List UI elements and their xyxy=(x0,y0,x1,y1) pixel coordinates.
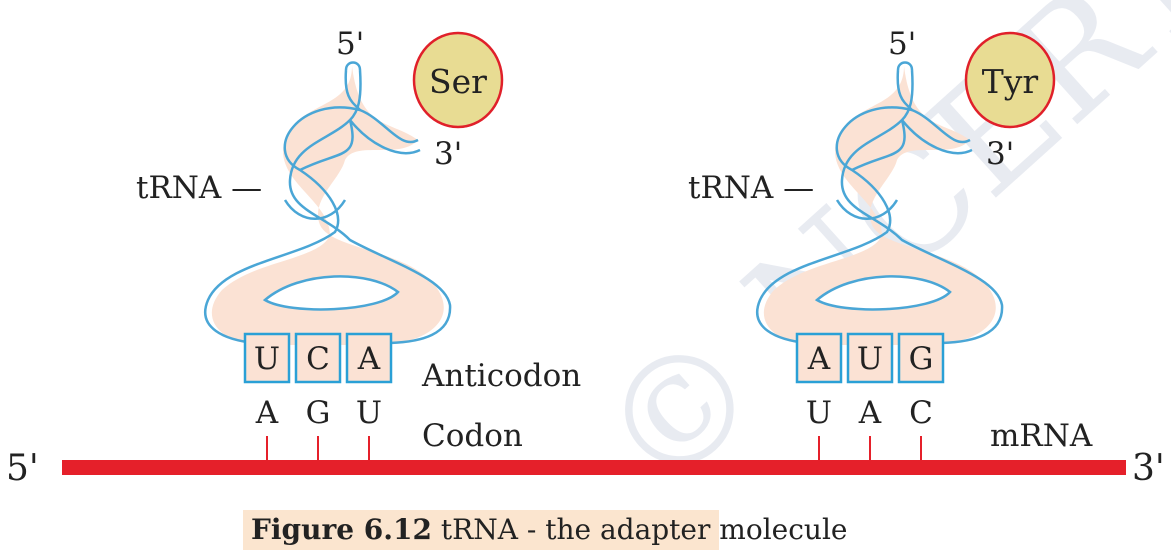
codon-label: Codon xyxy=(422,418,523,454)
trna-1-anticodon: U C A xyxy=(243,332,393,384)
trna-1-five-prime-tip xyxy=(344,61,362,71)
trna-2-five-prime: 5' xyxy=(888,26,916,62)
anticodon-base: A xyxy=(807,341,831,377)
figure-number: Figure 6.12 xyxy=(251,513,432,546)
trna-1-codon: A G U xyxy=(255,395,382,462)
trna-1-label: tRNA — xyxy=(136,170,262,206)
codon-base: G xyxy=(306,395,331,431)
trna-2-five-prime-tip xyxy=(896,61,914,71)
trna-2-loop-hole xyxy=(814,275,952,311)
anticodon-base: U xyxy=(254,341,280,377)
anticodon-base: U xyxy=(857,341,883,377)
trna-2-label: tRNA — xyxy=(688,170,814,206)
amino-acid-tyr-label: Tyr xyxy=(982,62,1039,101)
trna-2-three-prime: 3' xyxy=(986,136,1014,172)
codon-base: U xyxy=(356,395,382,431)
amino-acid-ser xyxy=(412,31,504,129)
trna-1-body xyxy=(211,66,444,345)
anticodon-label: Anticodon xyxy=(421,358,581,394)
codon-base: A xyxy=(858,395,882,431)
figure-caption: Figure 6.12 tRNA - the adapter molecule xyxy=(243,510,847,550)
trna-1-backbone-a xyxy=(204,69,365,345)
trna-2-anticodon: A U G xyxy=(795,332,945,384)
mrna-label: mRNA xyxy=(990,418,1093,454)
mrna-strand xyxy=(62,460,1126,475)
codon-base: A xyxy=(255,395,279,431)
trna-2-backbone-a xyxy=(756,69,917,345)
mrna-five-prime: 5' xyxy=(6,448,39,489)
trna-2: Tyr 5' 3' tRNA — A U G U A C xyxy=(688,26,1056,462)
trna-1-five-prime: 5' xyxy=(336,26,364,62)
amino-acid-tyr xyxy=(964,31,1056,129)
anticodon-base: C xyxy=(306,341,330,377)
trna-2-body xyxy=(763,66,996,345)
trna-1-backbone-c xyxy=(283,108,421,220)
mrna-three-prime: 3' xyxy=(1132,448,1165,489)
amino-acid-ser-label: Ser xyxy=(429,62,487,101)
codon-base: C xyxy=(909,395,933,431)
trna-1-three-prime: 3' xyxy=(434,136,462,172)
trna-2-backbone-c xyxy=(835,108,973,220)
figure-title: tRNA - the adapter molecule xyxy=(440,513,848,546)
anticodon-base: G xyxy=(909,341,934,377)
trna-1-loop-hole xyxy=(262,275,400,311)
codon-base: U xyxy=(806,395,832,431)
trna-2-codon: U A C xyxy=(806,395,933,462)
trna-1: Ser 5' 3' tRNA — U C A A G U xyxy=(136,26,504,462)
anticodon-base: A xyxy=(357,341,381,377)
